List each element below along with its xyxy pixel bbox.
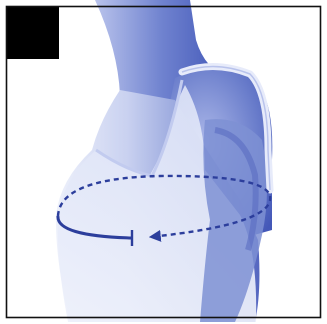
- corner-block: [6, 6, 59, 59]
